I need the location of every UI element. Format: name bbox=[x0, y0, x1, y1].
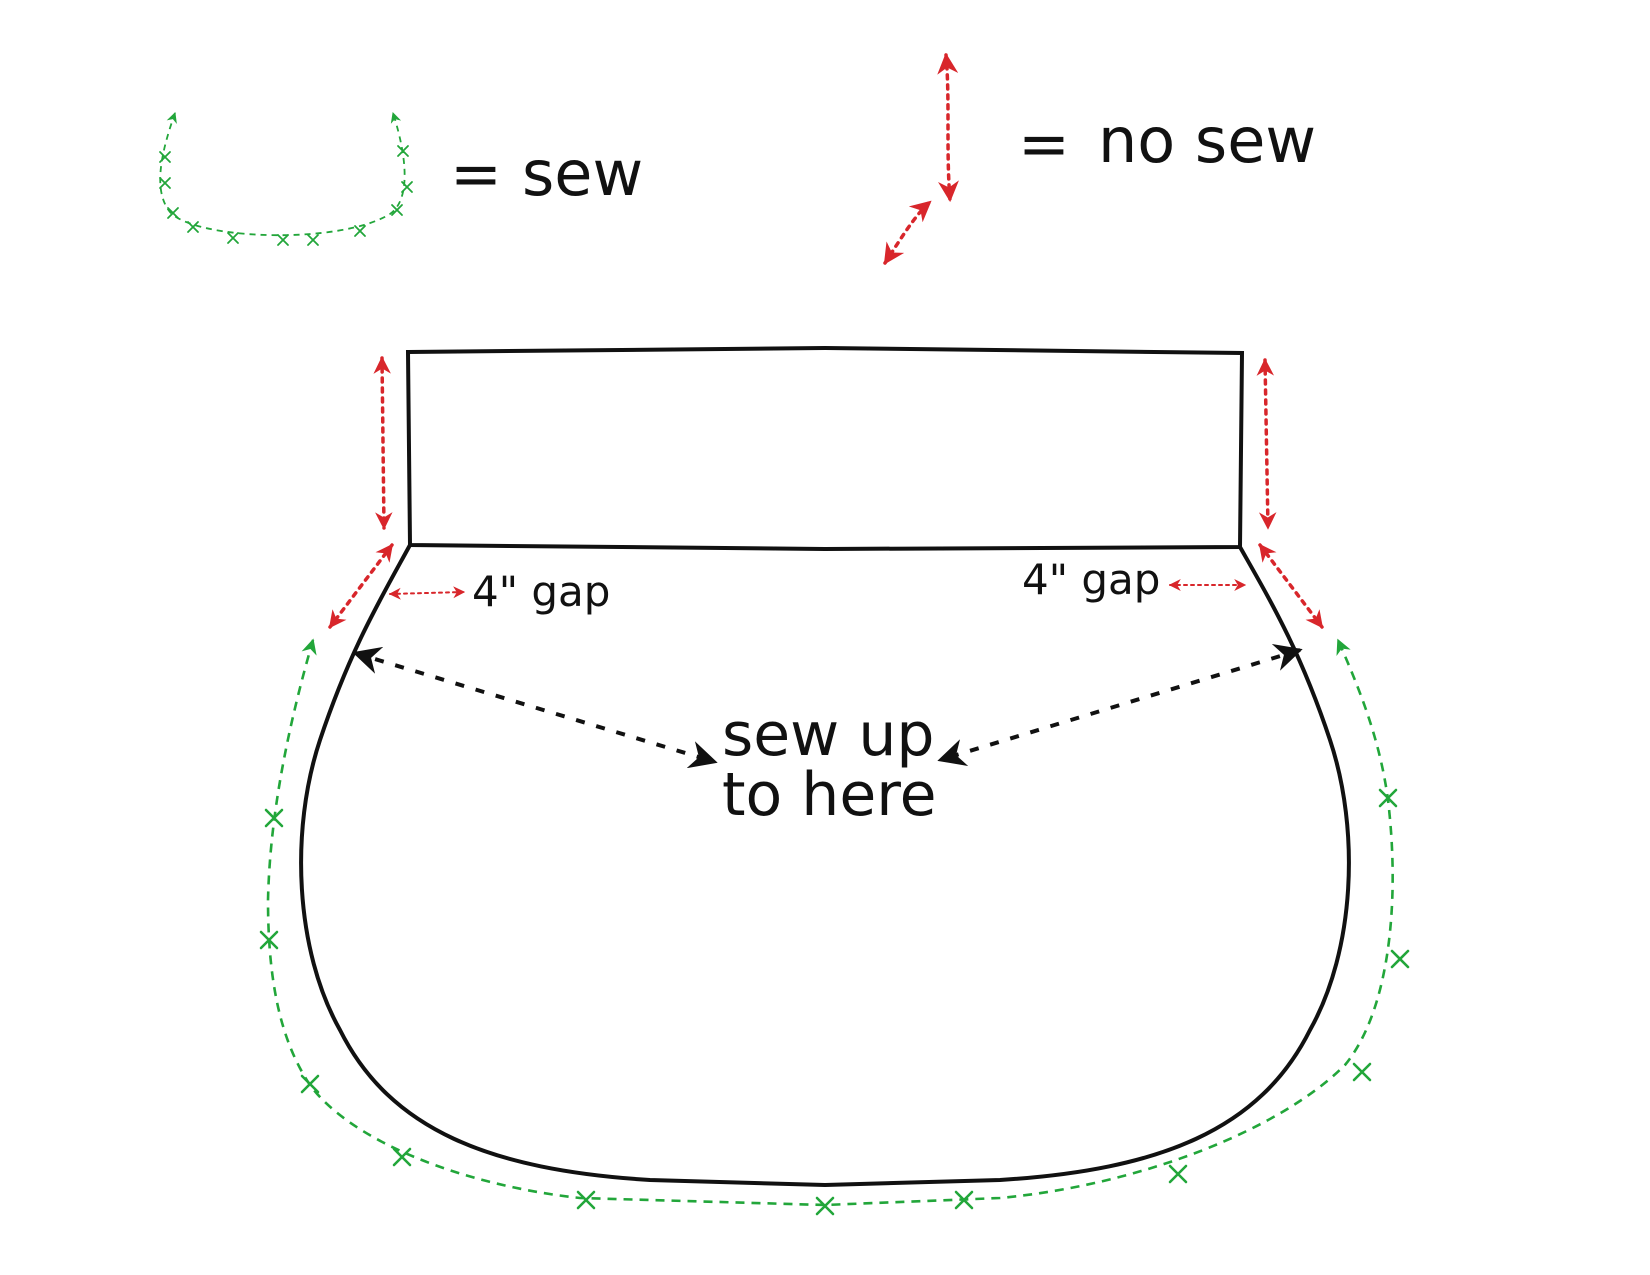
sew-up-pointers: sew up to here bbox=[352, 643, 1303, 830]
no-sew-legend-label: no sew bbox=[1098, 104, 1316, 177]
right-gap-label: 4" gap bbox=[1022, 555, 1160, 604]
left-gap-measure-icon bbox=[388, 586, 466, 600]
no-sew-equals-sign: = bbox=[1018, 107, 1070, 180]
sew-legend-label: sew bbox=[522, 137, 643, 210]
sew-up-label-line2: to here bbox=[722, 760, 937, 830]
right-pointer-arrow-icon bbox=[937, 643, 1303, 767]
sew-stitch-icon bbox=[159, 111, 406, 237]
legend-no-sew: = no sew bbox=[883, 52, 1316, 265]
no-sew-arrow-small-icon bbox=[883, 200, 932, 265]
no-sew-arrow-icon bbox=[937, 52, 959, 203]
right-top-no-sew-arrow-icon bbox=[1256, 358, 1277, 530]
sew-equals-sign: = bbox=[450, 137, 502, 210]
left-gap-no-sew-arrow-icon bbox=[328, 543, 394, 629]
sew-stitch-outline bbox=[259, 638, 1410, 1216]
right-gap-no-sew-arrow-icon bbox=[1258, 543, 1324, 629]
legend-sew: = sew bbox=[159, 111, 643, 246]
bag-pattern bbox=[299, 345, 1351, 1188]
sew-stitch-marks-icon bbox=[159, 145, 413, 246]
body-sew-stitch-path bbox=[266, 638, 1394, 1207]
top-panel-outline bbox=[405, 345, 1245, 552]
left-top-no-sew-arrow-icon bbox=[373, 356, 393, 530]
sew-up-label-line1: sew up bbox=[722, 700, 934, 770]
no-sew-markers: 4" gap 4" gap bbox=[328, 356, 1324, 629]
body-stitch-marks-icon bbox=[259, 788, 1410, 1216]
bag-body-outline bbox=[299, 544, 1351, 1188]
left-pointer-arrow-icon bbox=[352, 646, 718, 769]
left-gap-label: 4" gap bbox=[472, 567, 610, 616]
